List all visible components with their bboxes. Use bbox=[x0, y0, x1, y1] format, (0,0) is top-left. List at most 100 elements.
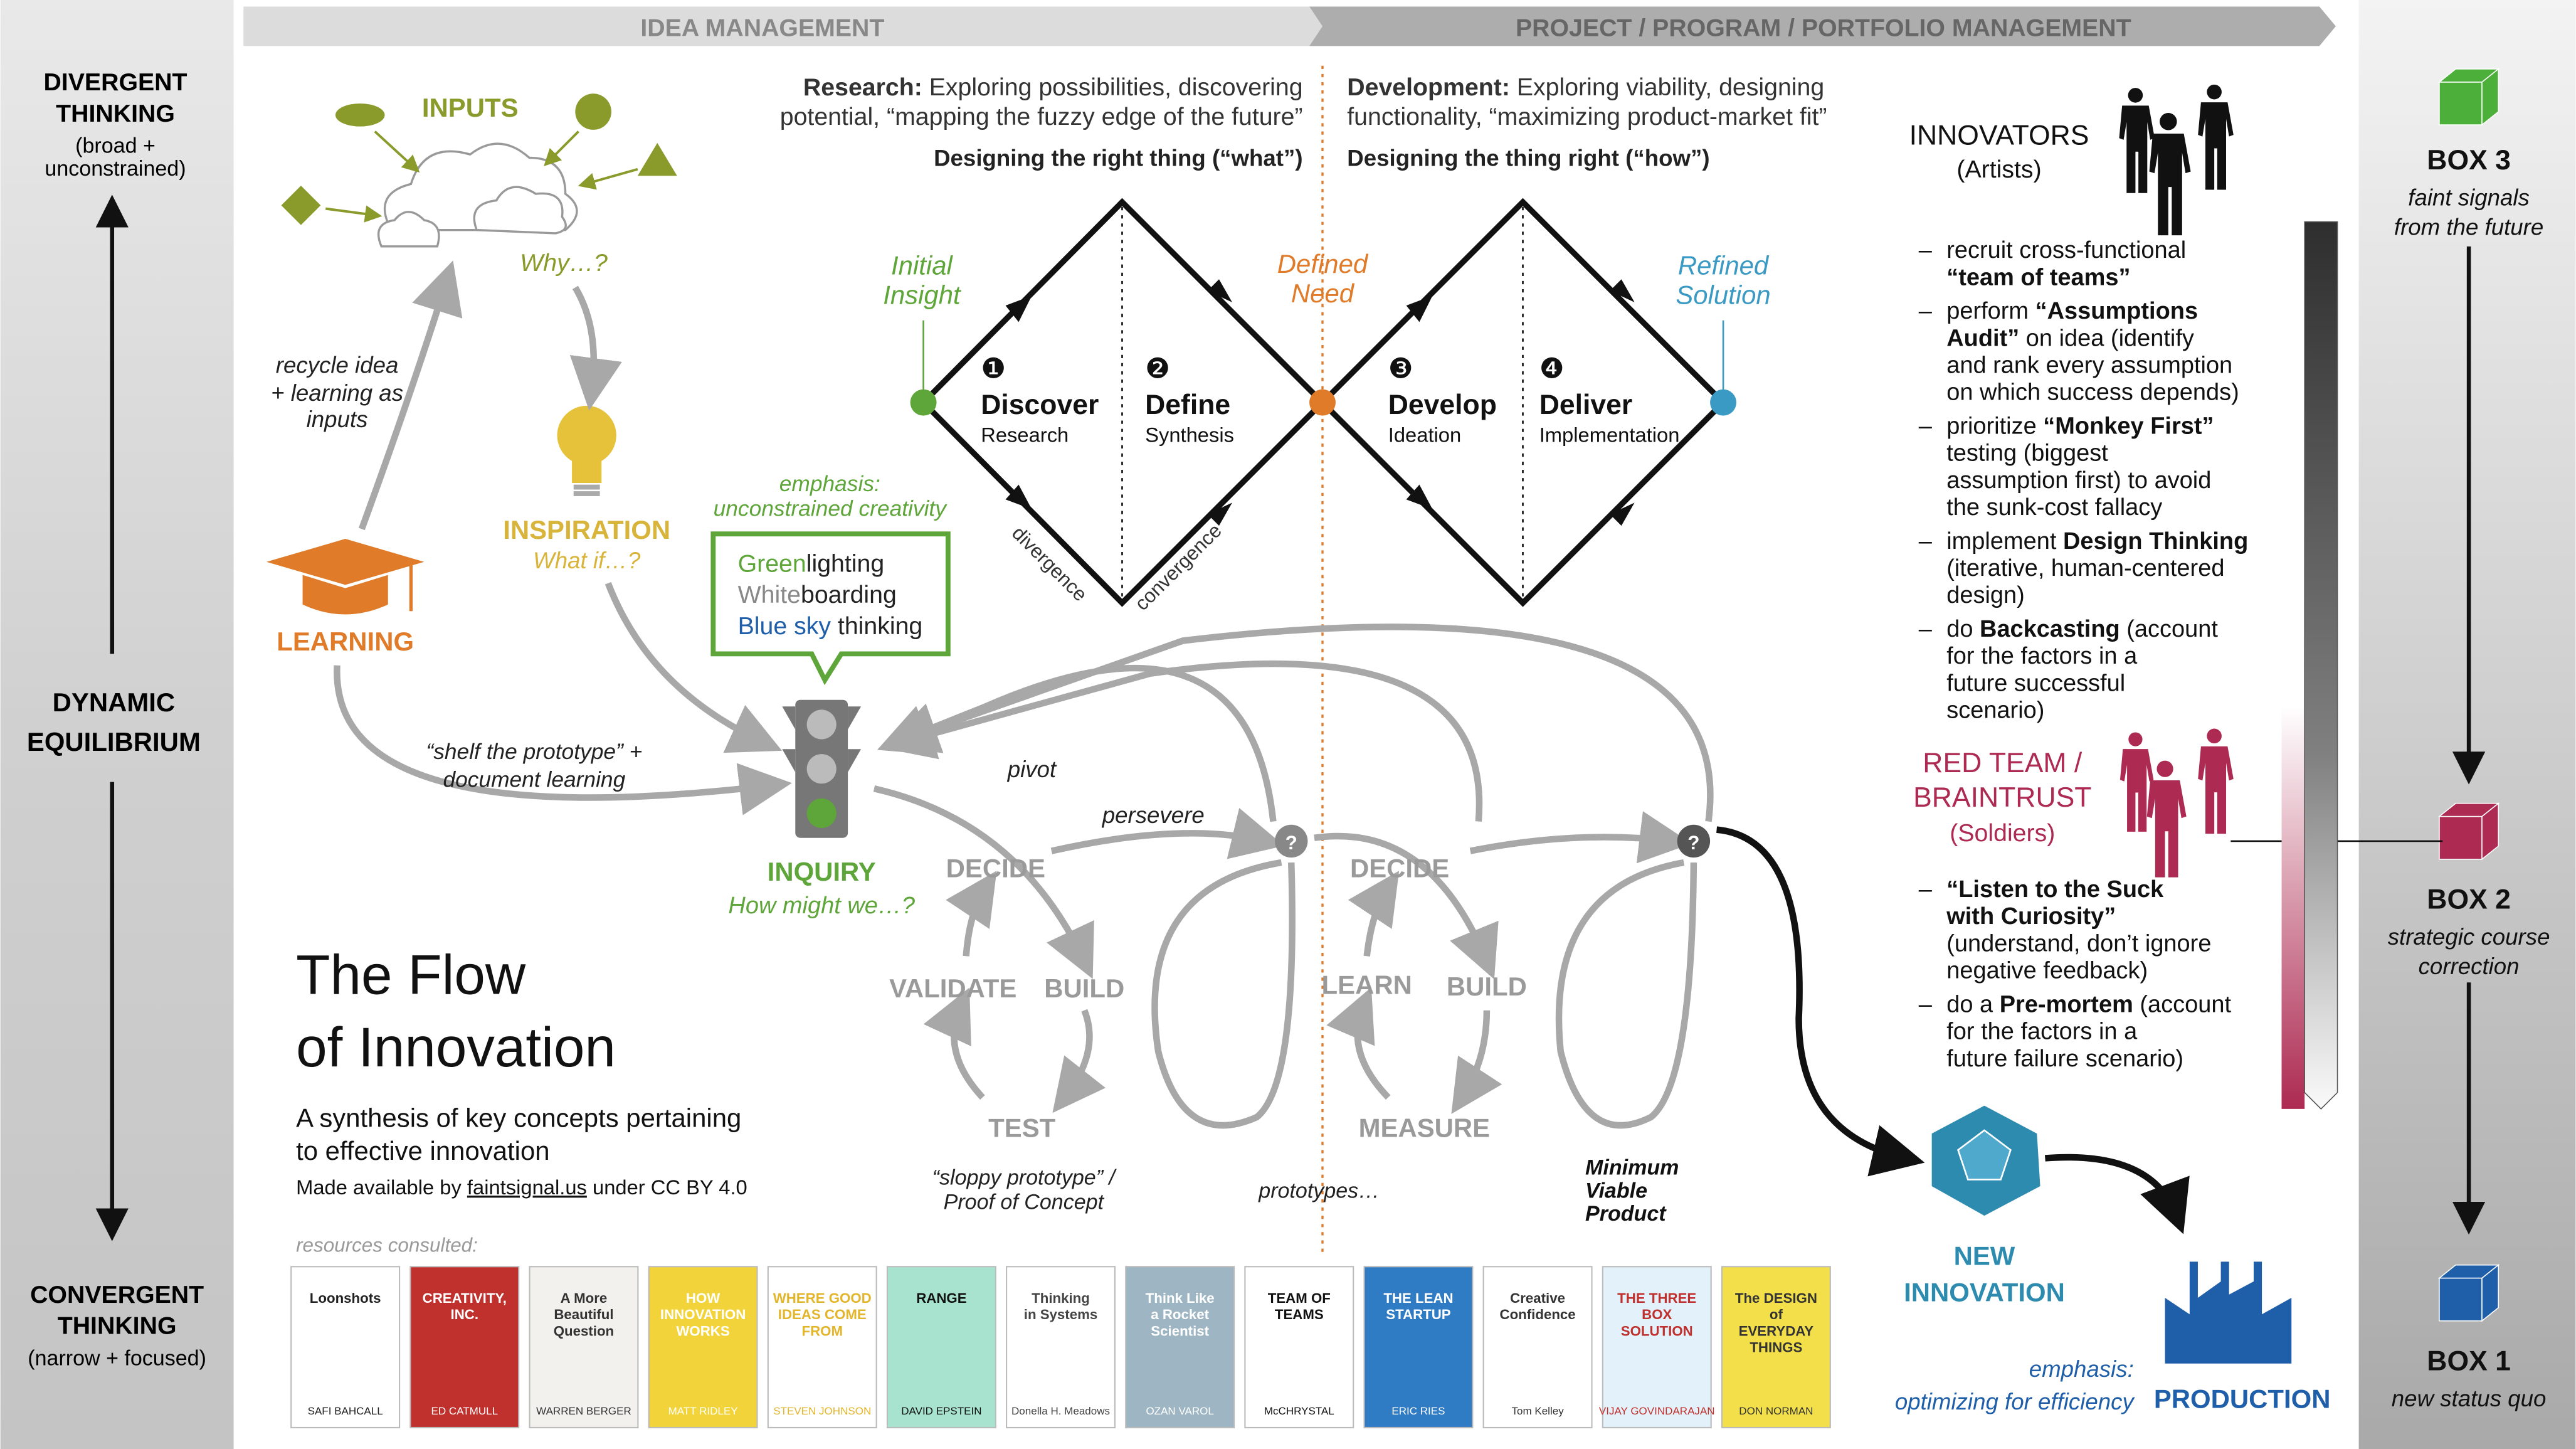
left-axis-panel: DIVERGENT THINKING (broad + unconstraine… bbox=[0, 0, 234, 1449]
svg-text:–: – bbox=[1919, 528, 1933, 555]
initial-insight-dot bbox=[910, 389, 937, 416]
bullet-item: –perform “Assumptions Audit” on idea (id… bbox=[1919, 298, 2239, 406]
svg-text:“sloppy prototype” /: “sloppy prototype” / bbox=[932, 1165, 1117, 1189]
svg-text:do a Pre-mortem (account: do a Pre-mortem (account bbox=[1946, 991, 2231, 1017]
convergence-label: convergence bbox=[1131, 519, 1226, 615]
ellipse-shape-icon bbox=[335, 104, 385, 127]
new-innovation-label: NEW bbox=[1954, 1241, 2015, 1271]
svg-text:LEARN: LEARN bbox=[1322, 970, 1412, 1000]
book-author: ERIC RIES bbox=[1391, 1405, 1445, 1417]
svg-text:prioritize “Monkey First”: prioritize “Monkey First” bbox=[1946, 413, 2214, 439]
loop-1: DECIDE VALIDATE BUILD TEST “sloppy proto… bbox=[889, 854, 1124, 1214]
svg-text:Implementation: Implementation bbox=[1539, 423, 1680, 447]
innovators-sub: (Artists) bbox=[1956, 156, 2041, 183]
dodecahedron-icon bbox=[1931, 1105, 2040, 1216]
loop-2: DECIDE LEARN BUILD MEASURE prototypes… bbox=[1258, 854, 1527, 1203]
double-diamond: Initial Insight Defined Need Refined Sol… bbox=[883, 198, 1771, 615]
outcome-section: NEW INNOVATION emphasis: optimizing for … bbox=[1895, 1105, 2330, 1414]
inquiry-label: INQUIRY bbox=[768, 857, 876, 886]
svg-text:Minimum: Minimum bbox=[1585, 1156, 1679, 1180]
svg-text:for the factors in a: for the factors in a bbox=[1946, 643, 2138, 669]
refined-solution-label: Refined bbox=[1678, 250, 1770, 280]
idea-management-label: IDEA MANAGEMENT bbox=[640, 14, 884, 42]
title-block: The Flow of Innovation A synthesis of ke… bbox=[296, 943, 747, 1256]
convergent-sub: (narrow + focused) bbox=[28, 1346, 206, 1370]
svg-text:DECIDE: DECIDE bbox=[1350, 854, 1449, 883]
book-cover: CREATIVITY,INC.ED CATMULL bbox=[409, 1266, 520, 1428]
decision-points: ? ? bbox=[1275, 824, 1711, 858]
svg-text:BOX 1: BOX 1 bbox=[2427, 1346, 2511, 1376]
how-might-label: How might we…? bbox=[728, 893, 915, 919]
svg-text:perform “Assumptions: perform “Assumptions bbox=[1946, 298, 2198, 324]
recycle-label-3: inputs bbox=[307, 406, 368, 432]
inspiration-cluster: INSPIRATION What if…? bbox=[503, 405, 670, 573]
defined-need-dot bbox=[1309, 389, 1336, 416]
svg-text:implement Design Thinking: implement Design Thinking bbox=[1946, 528, 2248, 555]
faintsignal-link[interactable]: faintsignal.us bbox=[467, 1176, 587, 1199]
svg-text:Synthesis: Synthesis bbox=[1145, 423, 1234, 447]
efficiency-emphasis-2: optimizing for efficiency bbox=[1895, 1389, 2136, 1414]
inputs-cluster: INPUTS Why…? bbox=[281, 93, 677, 277]
svg-text:the sunk-cost fallacy: the sunk-cost fallacy bbox=[1946, 494, 2162, 521]
svg-text:future successful: future successful bbox=[1946, 670, 2125, 696]
svg-text:Develop: Develop bbox=[1388, 390, 1497, 420]
inspiration-label: INSPIRATION bbox=[503, 515, 670, 544]
new-innovation-label-2: INNOVATION bbox=[1904, 1277, 2065, 1307]
inputs-label: INPUTS bbox=[422, 93, 519, 122]
svg-text:❹: ❹ bbox=[1539, 353, 1565, 384]
research-text: Research: Exploring possibilities, disco… bbox=[780, 73, 1303, 171]
traffic-light-icon bbox=[782, 699, 862, 838]
svg-text:recruit cross-functional: recruit cross-functional bbox=[1946, 237, 2186, 263]
book-author: WARREN BERGER bbox=[536, 1405, 631, 1417]
lightbulb-icon bbox=[557, 405, 616, 496]
svg-text:❸: ❸ bbox=[1388, 353, 1413, 384]
red-team-title: RED TEAM / bbox=[1923, 748, 2082, 778]
svg-text:?: ? bbox=[1687, 832, 1699, 854]
development-text: Development: Exploring viability, design… bbox=[1347, 73, 1827, 171]
svg-text:(iterative, human-centered: (iterative, human-centered bbox=[1946, 555, 2224, 581]
svg-text:do Backcasting (account: do Backcasting (account bbox=[1946, 616, 2218, 642]
svg-text:and rank every assumption: and rank every assumption bbox=[1946, 353, 2232, 379]
svg-text:Discover: Discover bbox=[981, 390, 1099, 420]
svg-text:testing (biggest: testing (biggest bbox=[1946, 440, 2108, 467]
shelf-label-2: document learning bbox=[443, 768, 625, 792]
convergent-label: CONVERGENT bbox=[30, 1281, 204, 1308]
divergent-label: DIVERGENT bbox=[43, 68, 187, 96]
refined-solution-label-2: Solution bbox=[1676, 280, 1770, 310]
svg-text:(understand, don’t ignore: (understand, don’t ignore bbox=[1946, 930, 2211, 957]
bullet-item: –prioritize “Monkey First” testing (bigg… bbox=[1919, 413, 2214, 521]
diamond-shape-icon bbox=[281, 185, 321, 225]
svg-text:Viable: Viable bbox=[1585, 1179, 1647, 1202]
book-author: MATT RIDLEY bbox=[668, 1405, 738, 1417]
red-team-title-2: BRAINTRUST bbox=[1913, 782, 2091, 813]
svg-text:with Curiosity”: with Curiosity” bbox=[1946, 903, 2116, 930]
pivot-label: pivot bbox=[1007, 756, 1057, 782]
learning-cluster: LEARNING recycle idea + learning as inpu… bbox=[266, 353, 425, 656]
svg-text:Development: Exploring viabili: Development: Exploring viability, design… bbox=[1347, 73, 1824, 101]
bullet-item: –do Backcasting (account for the factors… bbox=[1919, 616, 2219, 724]
book-author: OZAN VAROL bbox=[1146, 1405, 1213, 1417]
efficiency-emphasis: emphasis: bbox=[2029, 1356, 2134, 1382]
to-innovation-arrow bbox=[1716, 826, 1925, 1177]
defined-need-label-2: Need bbox=[1291, 279, 1355, 308]
subtitle-2: to effective innovation bbox=[296, 1136, 549, 1165]
bullet-item: –do a Pre-mortem (account for the factor… bbox=[1919, 991, 2232, 1071]
divergence-label: divergence bbox=[1008, 522, 1091, 605]
